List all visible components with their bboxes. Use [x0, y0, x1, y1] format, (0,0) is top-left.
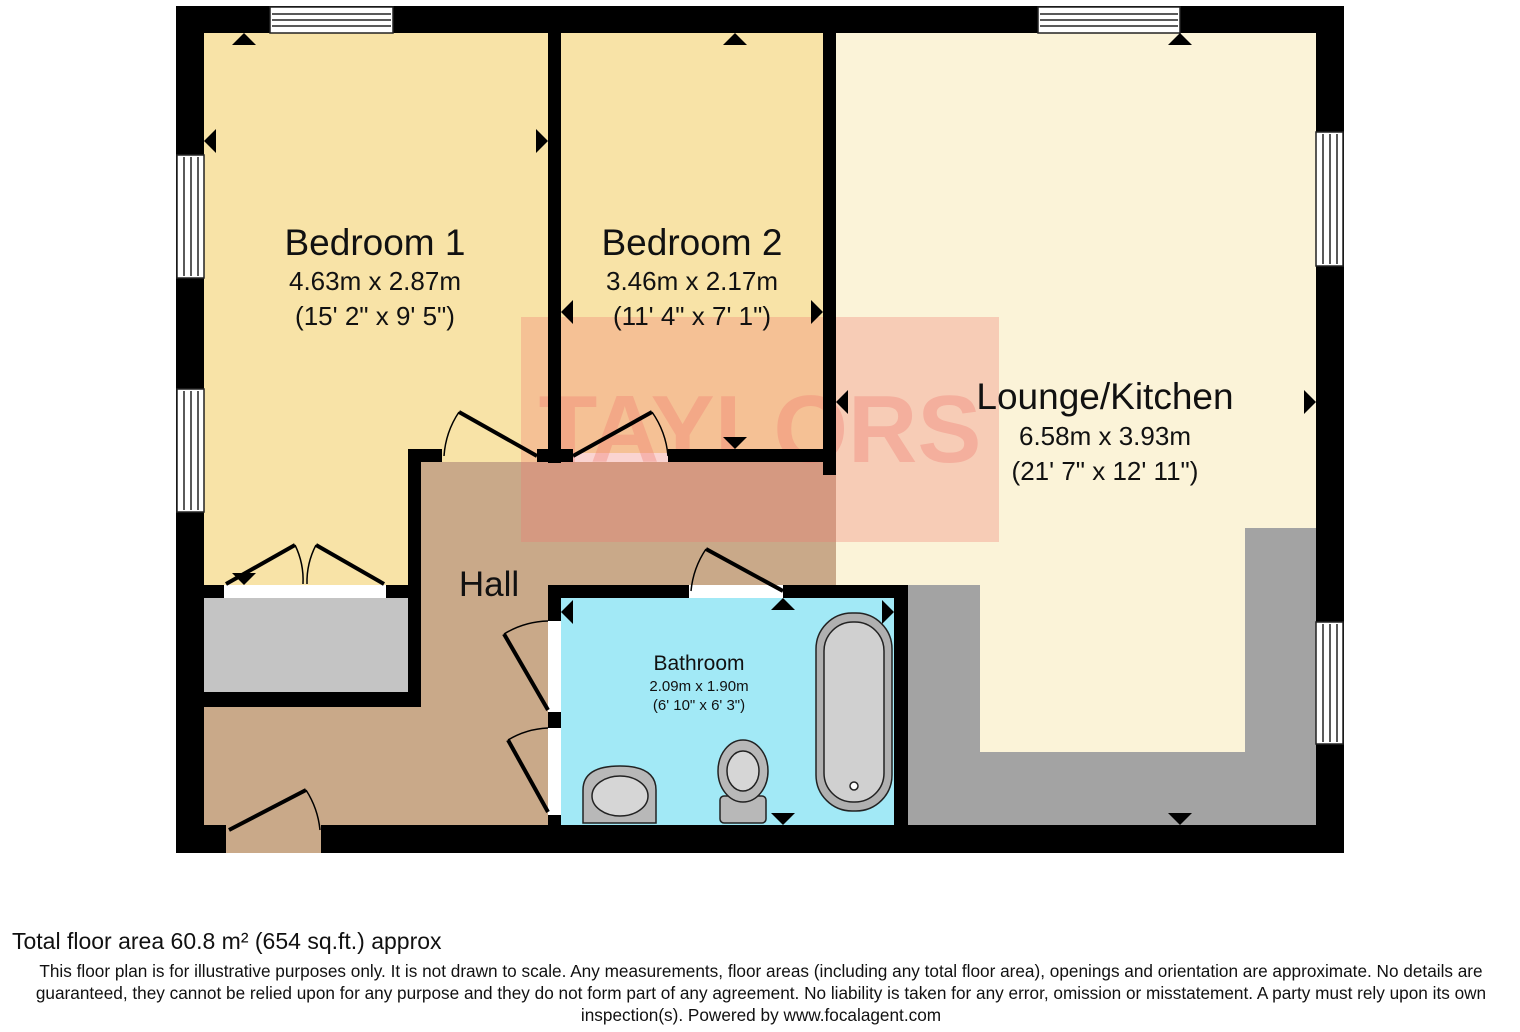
bedroom2-name: Bedroom 2 — [602, 222, 783, 263]
marker-bed1-left — [204, 129, 216, 153]
hall-floor — [204, 462, 836, 825]
sink — [582, 765, 657, 824]
marker-lounge-top — [1168, 33, 1192, 45]
lounge-name: Lounge/Kitchen — [976, 376, 1233, 417]
wall-bath-left-bottom — [548, 815, 561, 827]
wall-storage-bottom — [204, 692, 421, 707]
total-floor-area: Total floor area 60.8 m² (654 sq.ft.) ap… — [12, 928, 442, 954]
wall-bath-right — [894, 585, 908, 827]
marker-bed2-top — [723, 33, 747, 45]
bedroom1-name: Bedroom 1 — [285, 222, 466, 263]
wall-bath-top-left — [548, 585, 689, 598]
wall-storage-top-left — [204, 585, 224, 598]
bedroom1-dim-imperial: (15' 2" x 9' 5") — [295, 301, 455, 331]
bedroom2-dim-imperial: (11' 4" x 7' 1") — [613, 301, 771, 331]
bathroom-name: Bathroom — [653, 652, 744, 675]
window-left-lower — [176, 388, 205, 513]
lounge-floor — [836, 33, 1316, 585]
marker-lounge-bottom — [1168, 813, 1192, 825]
wall-hall-top-right — [668, 449, 836, 462]
wall-bath-left-top — [548, 585, 561, 621]
window-top-left — [269, 6, 394, 34]
lounge-floor-lower — [980, 530, 1245, 752]
floor-plan: TAYLORS — [176, 6, 1344, 853]
wall-bath-top-right — [783, 585, 908, 598]
wall-hall-top-mid — [537, 449, 573, 462]
watermark-box — [521, 317, 999, 542]
bedroom2-dim-metric: 3.46m x 2.17m — [606, 266, 778, 296]
watermark: TAYLORS — [521, 317, 999, 542]
door-storage-right — [306, 543, 385, 586]
wall-bed2-lounge — [823, 33, 836, 475]
windows — [176, 6, 1344, 745]
hall-name: Hall — [459, 565, 519, 604]
dimension-markers — [204, 33, 1316, 825]
marker-bath-bottom — [771, 813, 795, 825]
marker-bath-left — [561, 600, 573, 624]
bathroom-fixtures — [582, 612, 893, 824]
bathroom-dim-metric: 2.09m x 1.90m — [649, 678, 748, 695]
marker-lounge-left — [836, 390, 848, 414]
door-bedroom2 — [572, 410, 669, 458]
marker-bath-right — [882, 600, 894, 624]
window-right-upper — [1315, 131, 1344, 267]
window-right-lower — [1315, 621, 1344, 745]
marker-bed1-top — [232, 33, 256, 45]
marker-bed1-right — [536, 129, 548, 153]
marker-bed2-left — [561, 300, 573, 324]
marker-bed2-bottom — [723, 437, 747, 449]
lounge-dim-imperial: (21' 7" x 12' 11") — [1012, 456, 1199, 486]
disclaimer-text: This floor plan is for illustrative purp… — [35, 961, 1487, 1025]
bathroom-dim-imperial: (6' 10" x 6' 3") — [653, 697, 745, 714]
watermark-text: TAYLORS — [539, 376, 982, 483]
bedroom1-dim-metric: 4.63m x 2.87m — [289, 266, 461, 296]
door-bedroom1 — [443, 410, 538, 458]
marker-bath-top — [771, 598, 795, 610]
door-hall-cupboard-upper — [502, 620, 550, 712]
lounge-dim-metric: 6.58m x 3.93m — [1019, 421, 1191, 451]
window-top-right — [1037, 6, 1181, 34]
wall-bath-left-mid — [548, 712, 561, 728]
marker-bed2-right — [811, 300, 823, 324]
bedroom2-floor — [561, 33, 823, 453]
door-bathroom — [690, 547, 784, 593]
marker-bed1-bottom — [232, 573, 256, 585]
door-entrance — [226, 788, 321, 853]
wall-bed1-bed2 — [548, 33, 561, 463]
wall-storage-top-right — [386, 585, 408, 598]
storage-cupboard — [204, 598, 408, 692]
door-hall-cupboard-lower — [506, 727, 550, 813]
outer-wall-bottom — [176, 825, 1344, 853]
toilet — [717, 739, 769, 824]
window-left-upper — [176, 154, 205, 279]
bathtub — [815, 612, 893, 812]
marker-lounge-right — [1304, 390, 1316, 414]
room-labels: Bedroom 1 4.63m x 2.87m (15' 2" x 9' 5")… — [285, 222, 1234, 714]
wall-hall-left — [408, 449, 421, 707]
kitchen-counter — [908, 528, 1316, 825]
